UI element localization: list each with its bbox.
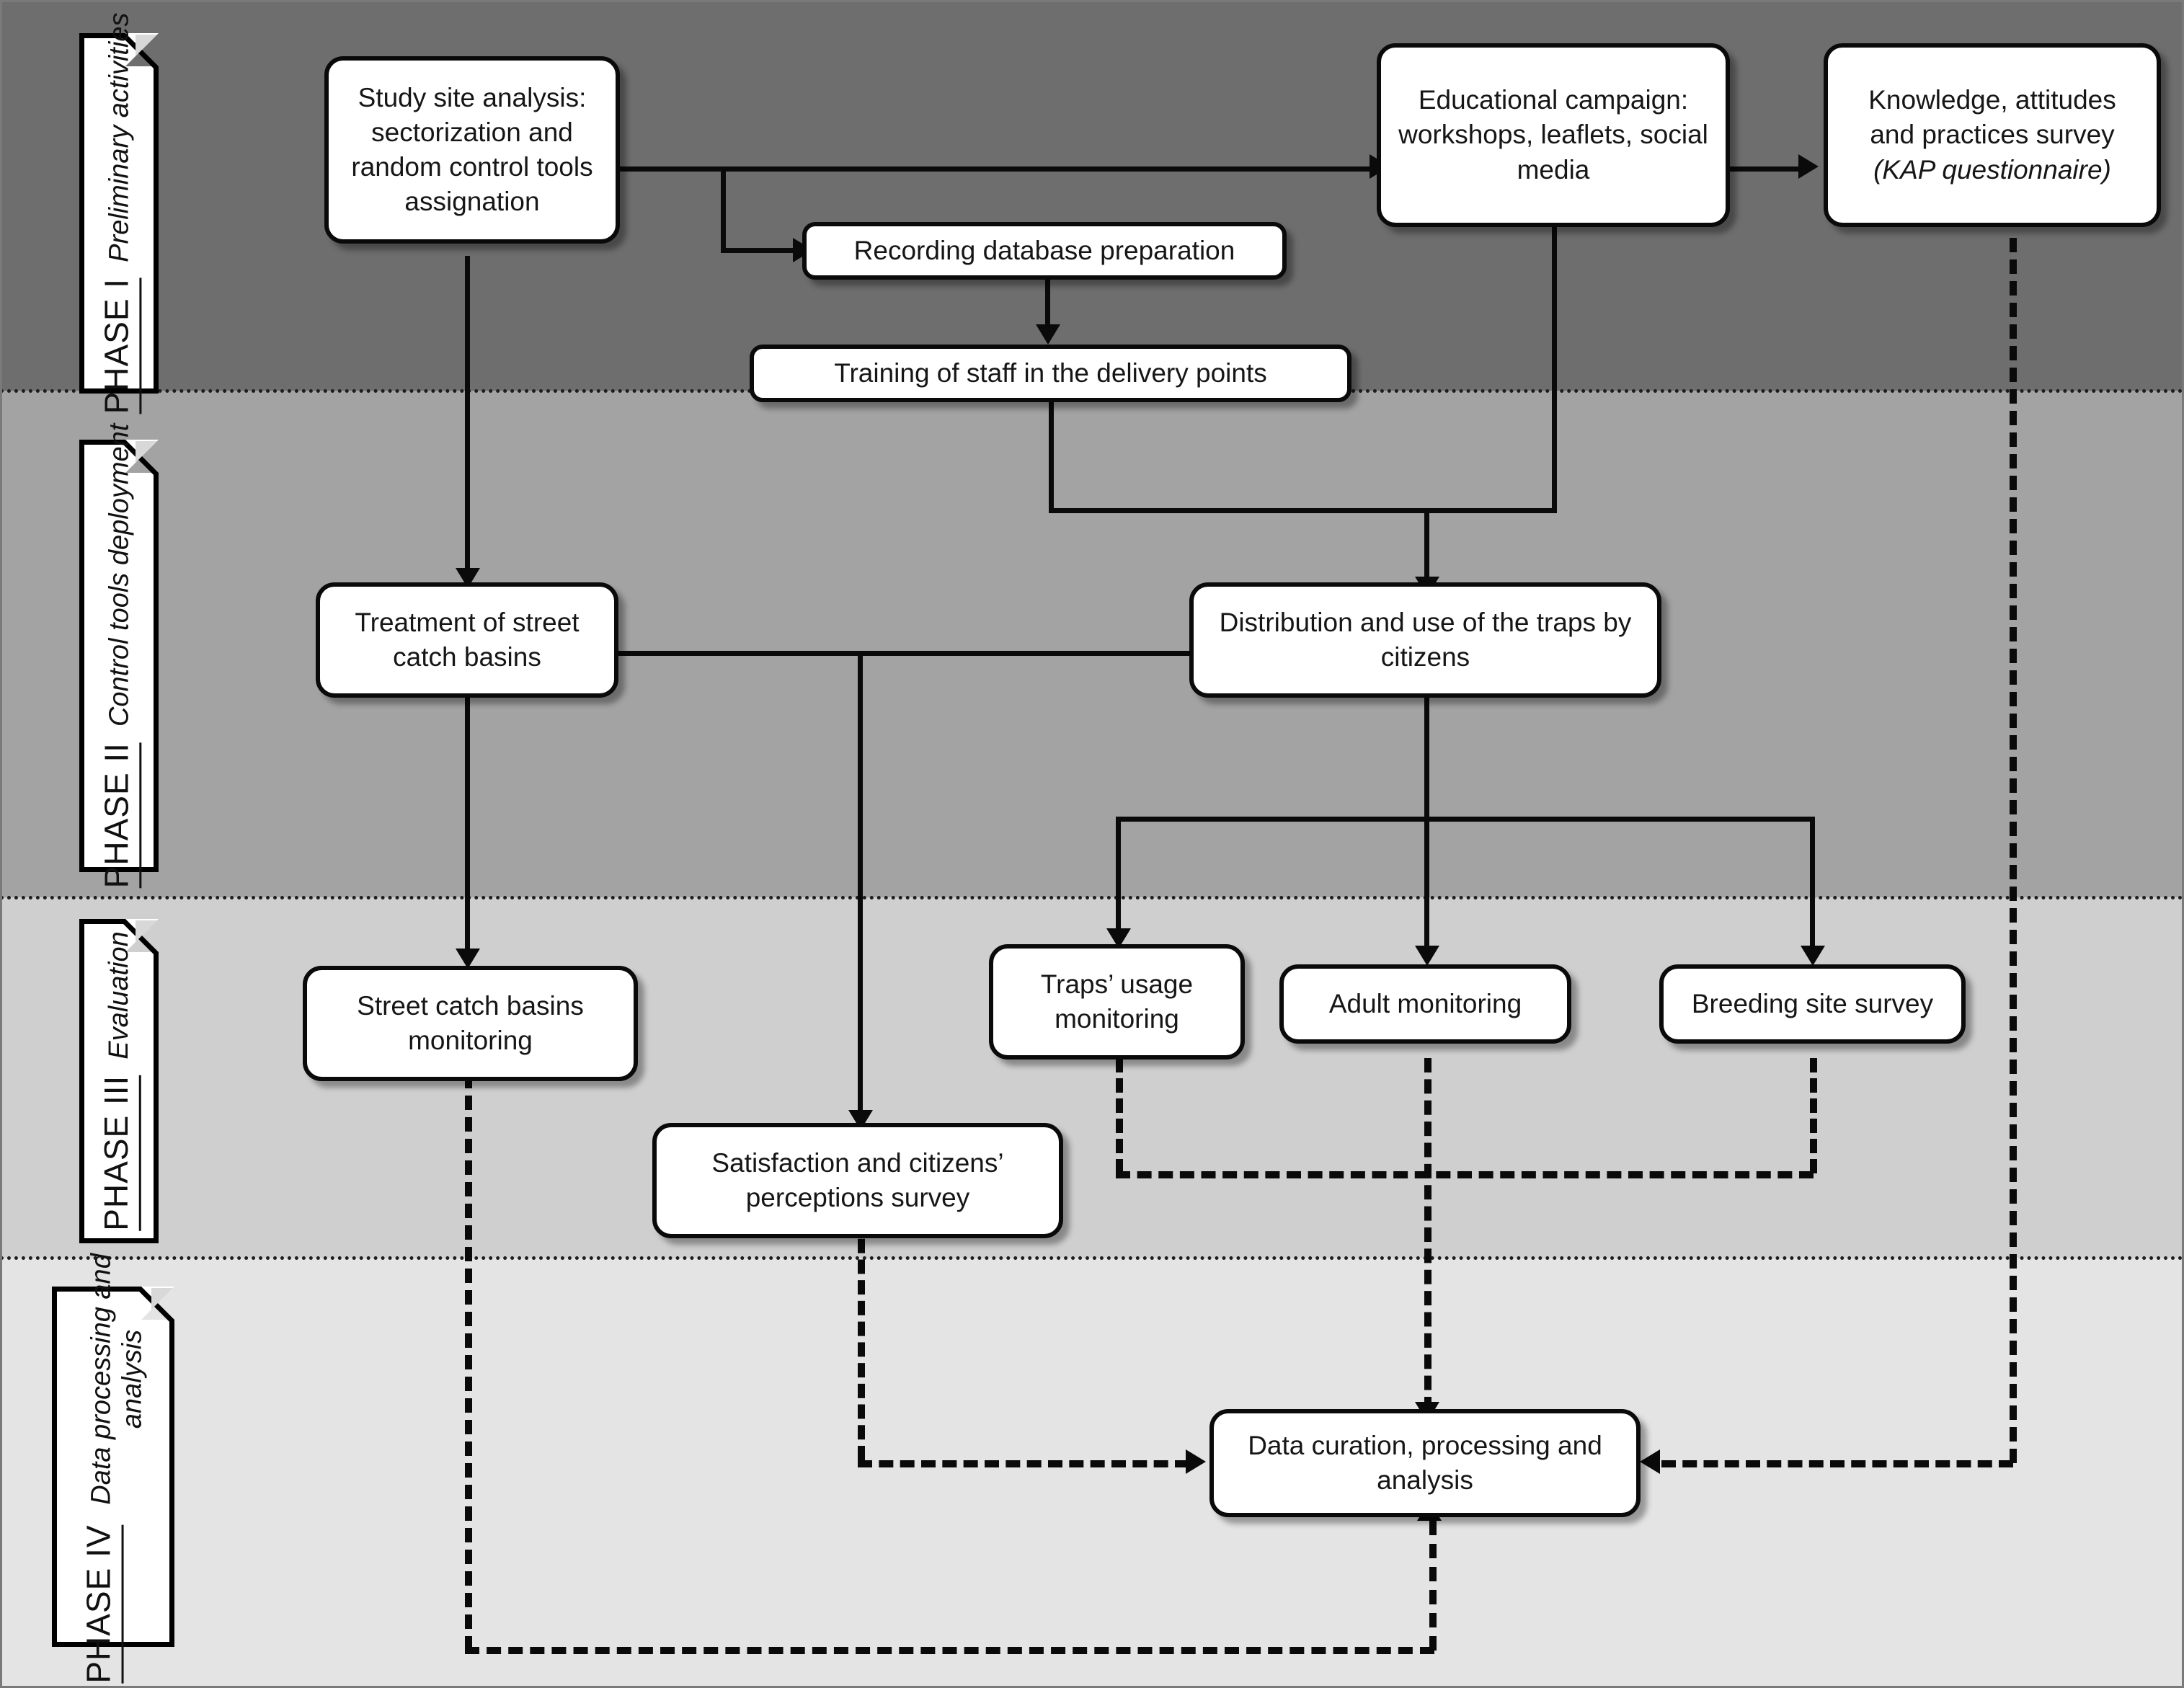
node-label: Satisfaction and citizens’ perceptions s… bbox=[711, 1147, 1004, 1212]
phase-1-id: PHASE I bbox=[97, 277, 142, 414]
edge-kap-dashed-down bbox=[2010, 238, 2017, 1463]
node-label: Street catch basins monitoring bbox=[357, 990, 584, 1055]
edge-kap-dashed-left bbox=[1661, 1460, 2013, 1467]
node-label-kap: Knowledge, attitudes and practices surve… bbox=[1868, 83, 2116, 187]
edge-studysite-down bbox=[721, 166, 726, 253]
edge-basinmonitoring-dashed-down bbox=[465, 1074, 472, 1651]
node-label: Breeding site survey bbox=[1691, 988, 1934, 1018]
edge-trapsusage-dashed-down bbox=[1116, 1058, 1123, 1173]
phase-3-subtitle: Evaluation bbox=[104, 931, 135, 1060]
edge-treatment-to-basinmonitoring bbox=[465, 698, 470, 954]
node-label: Traps’ usage monitoring bbox=[1040, 969, 1194, 1034]
arrowhead-adult-in bbox=[1415, 946, 1439, 966]
phase-1-subtitle: Preliminary activities bbox=[104, 12, 135, 262]
phase-band-4 bbox=[0, 1258, 2184, 1688]
node-satisfaction-perceptions-survey[interactable]: Satisfaction and citizens’ perceptions s… bbox=[652, 1123, 1063, 1238]
node-traps-usage-monitoring[interactable]: Traps’ usage monitoring bbox=[989, 944, 1245, 1060]
phase-note-4: PHASE IV Data processing and analysis bbox=[52, 1254, 174, 1684]
node-label: Study site analysis: sectorization and r… bbox=[351, 82, 593, 217]
phase-2-id: PHASE II bbox=[97, 742, 142, 889]
node-recording-database-preparation[interactable]: Recording database preparation bbox=[802, 222, 1287, 280]
node-data-curation-processing-analysis[interactable]: Data curation, processing and analysis bbox=[1209, 1409, 1641, 1517]
edge-studysite-to-campaign bbox=[616, 166, 1377, 172]
edge-split-to-trapsusage bbox=[1116, 817, 1121, 932]
folded-corner-icon bbox=[125, 440, 159, 473]
phase-3-id: PHASE III bbox=[97, 1075, 142, 1231]
edge-basinmonitoring-dashed-right bbox=[465, 1647, 1434, 1654]
arrowhead-datacuration-left-in bbox=[1186, 1449, 1206, 1474]
node-training-of-staff[interactable]: Training of staff in the delivery points bbox=[750, 345, 1351, 402]
edge-studysite-to-treatment bbox=[465, 256, 470, 573]
node-label: Treatment of street catch basins bbox=[355, 607, 580, 672]
edge-campaign-down bbox=[1552, 226, 1557, 511]
arrowhead-training-in bbox=[1036, 324, 1060, 345]
edge-treatment-to-distribution bbox=[618, 651, 1195, 656]
node-study-site-analysis[interactable]: Study site analysis: sectorization and r… bbox=[324, 56, 620, 244]
node-educational-campaign[interactable]: Educational campaign: workshops, leaflet… bbox=[1377, 43, 1730, 227]
node-distribution-use-traps[interactable]: Distribution and use of the traps by cit… bbox=[1189, 582, 1661, 698]
node-kap-survey[interactable]: Knowledge, attitudes and practices surve… bbox=[1824, 43, 2161, 227]
node-treatment-street-catch-basins[interactable]: Treatment of street catch basins bbox=[316, 582, 618, 698]
arrowhead-basinmonitoring-in bbox=[456, 949, 480, 969]
kap-line-1: Knowledge, attitudes bbox=[1868, 85, 2116, 115]
edge-training-down bbox=[1049, 389, 1054, 512]
node-label: Data curation, processing and analysis bbox=[1248, 1430, 1602, 1495]
phase-note-3: PHASE III Evaluation bbox=[79, 919, 159, 1243]
band-separator-3 bbox=[0, 1256, 2184, 1260]
edge-breeding-dashed-down bbox=[1810, 1058, 1817, 1173]
edge-satisfaction-dashed-right bbox=[858, 1460, 1189, 1467]
edge-adult-dashed-down bbox=[1424, 1058, 1431, 1411]
edge-bottom-dashed-up bbox=[1429, 1521, 1437, 1651]
edge-training-join bbox=[1049, 508, 1557, 513]
phase-4-id: PHASE IV bbox=[79, 1524, 124, 1684]
edge-distribution-trunk bbox=[1424, 698, 1429, 820]
phase-4-subtitle: Data processing and analysis bbox=[86, 1253, 148, 1506]
folded-corner-icon bbox=[125, 919, 159, 952]
edge-studysite-to-recdb bbox=[721, 248, 800, 253]
node-label: Adult monitoring bbox=[1328, 988, 1522, 1018]
kap-line-3: (KAP questionnaire) bbox=[1873, 154, 2111, 185]
edge-trapsusage-dashed-right bbox=[1116, 1171, 1814, 1178]
node-label: Educational campaign: workshops, leaflet… bbox=[1398, 85, 1708, 185]
edge-split-to-adult bbox=[1424, 817, 1429, 950]
edge-split-to-breeding bbox=[1810, 817, 1815, 950]
phase-note-2: PHASE II Control tools deployment bbox=[79, 424, 159, 889]
band-separator-2 bbox=[0, 896, 2184, 899]
folded-corner-icon bbox=[141, 1287, 174, 1320]
edge-join-to-distribution bbox=[1424, 508, 1429, 587]
node-label: Distribution and use of the traps by cit… bbox=[1219, 607, 1632, 672]
node-street-catch-basins-monitoring[interactable]: Street catch basins monitoring bbox=[303, 966, 638, 1081]
edge-distribution-split-bar bbox=[1116, 817, 1815, 822]
edge-recdb-to-training bbox=[1045, 276, 1050, 330]
node-breeding-site-survey[interactable]: Breeding site survey bbox=[1659, 964, 1966, 1044]
phase-note-1: PHASE I Preliminary activities bbox=[79, 13, 159, 414]
edge-campaign-to-kap bbox=[1730, 166, 1806, 172]
edge-satisfaction-dashed-down bbox=[858, 1218, 865, 1460]
node-label: Training of staff in the delivery points bbox=[834, 357, 1267, 388]
phase-2-subtitle: Control tools deployment bbox=[104, 423, 135, 727]
node-label: Recording database preparation bbox=[853, 235, 1235, 265]
edge-branch-to-satisfaction bbox=[858, 651, 863, 1116]
folded-corner-icon bbox=[125, 33, 159, 66]
arrowhead-kap-in bbox=[1798, 154, 1819, 179]
node-adult-monitoring[interactable]: Adult monitoring bbox=[1279, 964, 1571, 1044]
kap-line-2: and practices survey bbox=[1870, 120, 2115, 150]
arrowhead-datacuration-right-in bbox=[1640, 1449, 1660, 1474]
arrowhead-breeding-in bbox=[1801, 946, 1825, 966]
